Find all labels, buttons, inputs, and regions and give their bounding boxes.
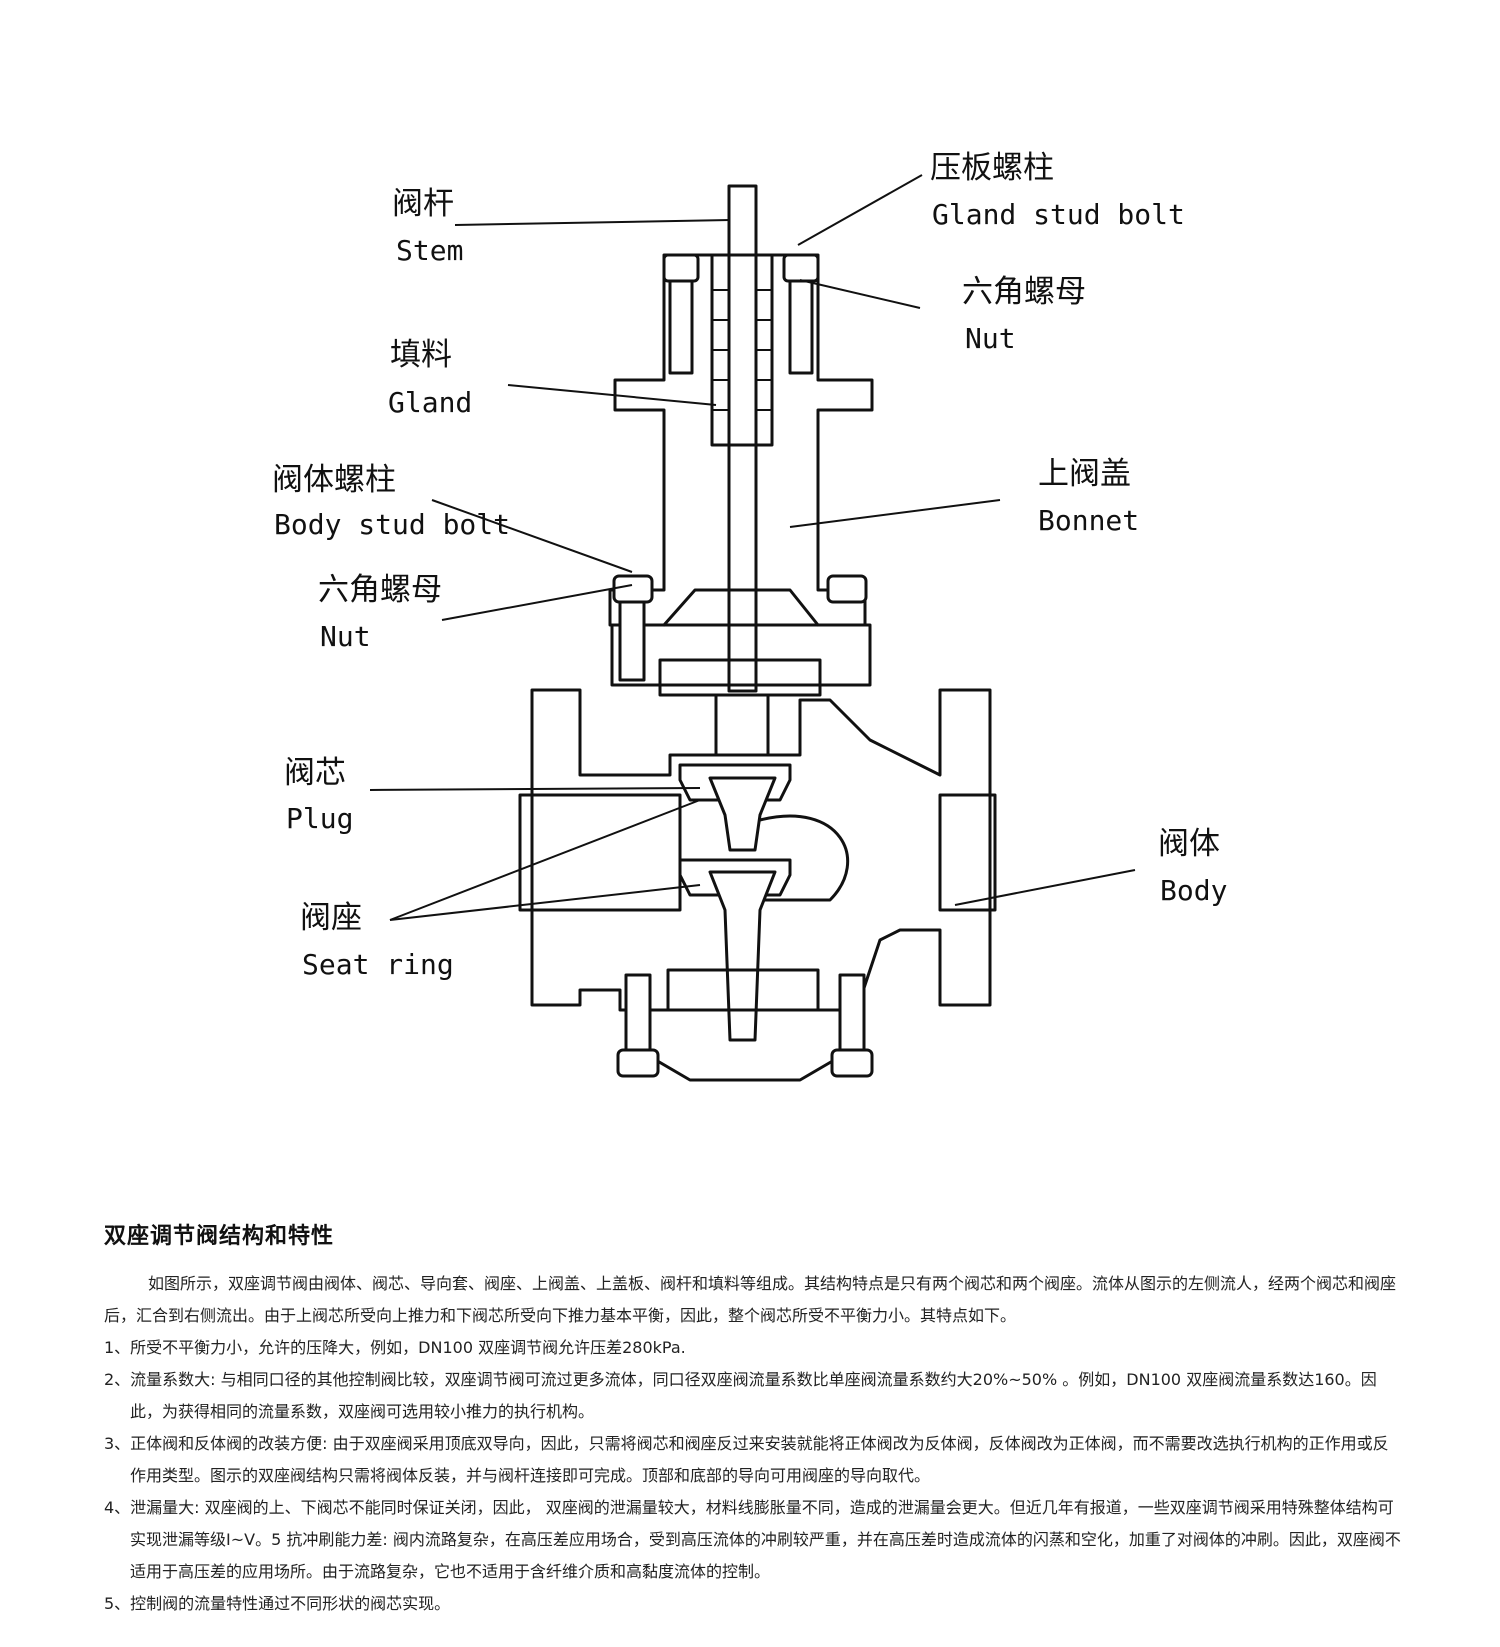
label-gland-cn: 填料	[390, 337, 452, 373]
label-plug-cn: 阀芯	[284, 755, 346, 791]
label-nut-top-en: Nut	[965, 322, 1016, 355]
label-gland-stud-bolt-en: Gland stud bolt	[932, 198, 1185, 231]
upper-plug	[708, 776, 777, 852]
body-top-flange	[610, 623, 872, 687]
inlet-pipe	[518, 793, 682, 912]
label-gland-en: Gland	[388, 386, 472, 419]
feature-item-1: 1、所受不平衡力小，允许的压降大，例如，DN100 双座调节阀允许压差280kP…	[104, 1338, 686, 1357]
packing-rings	[712, 289, 772, 411]
diagram-labels: 阀杆 Stem 压板螺柱 Gland stud bolt 六角螺母 Nut 填料…	[272, 150, 1227, 981]
article-intro: 如图所示，双座调节阀由阀体、阀芯、导向套、阀座、上阀盖、上盖板、阀杆和填料等组成…	[104, 1274, 1397, 1325]
article: 双座调节阀结构和特性 如图所示，双座调节阀由阀体、阀芯、导向套、阀座、上阀盖、上…	[104, 1218, 1404, 1620]
feature-item-2: 2、流量系数大: 与相同口径的其他控制阀比较，双座调节阀可流过更多流体，同口径双…	[104, 1370, 1377, 1421]
feature-item-3: 3、正体阀和反体阀的改装方便: 由于双座阀采用顶底双导向，因此，只需将阀芯和阀座…	[104, 1434, 1389, 1485]
label-body-stud-bolt-cn: 阀体螺柱	[272, 462, 396, 498]
article-title: 双座调节阀结构和特性	[104, 1224, 335, 1249]
feature-item-5: 5、控制阀的流量特性通过不同形状的阀芯实现。	[104, 1594, 451, 1613]
bottom-stud-bolts	[616, 973, 874, 1078]
label-body-en: Body	[1160, 874, 1227, 907]
valve-drawing	[518, 184, 997, 1082]
label-plug-en: Plug	[286, 802, 353, 835]
label-nut-mid-cn: 六角螺母	[318, 572, 442, 608]
lower-plug	[708, 870, 777, 1042]
bonnet-cone	[662, 588, 820, 627]
leader-lines	[369, 174, 1136, 921]
label-stem-cn: 阀杆	[392, 186, 454, 222]
label-nut-mid-en: Nut	[320, 620, 371, 653]
body-stud-bolts	[612, 574, 868, 682]
feature-item-4: 4、泄漏量大: 双座阀的上、下阀芯不能同时保证关闭，因此， 双座阀的泄漏量较大，…	[104, 1498, 1401, 1581]
flow-chamber	[758, 814, 849, 902]
label-bonnet-cn: 上阀盖	[1038, 456, 1131, 492]
gland-stud-bolts	[662, 253, 820, 375]
label-seat-ring-cn: 阀座	[300, 900, 362, 936]
outlet-flange	[938, 793, 997, 912]
label-body-cn: 阀体	[1158, 826, 1220, 862]
stem-sleeve	[714, 693, 770, 757]
label-stem-en: Stem	[396, 234, 463, 267]
valve-structure-diagram: 阀杆 Stem 压板螺柱 Gland stud bolt 六角螺母 Nut 填料…	[272, 150, 1227, 1082]
label-seat-ring-en: Seat ring	[302, 948, 454, 981]
valve-body	[530, 688, 992, 1012]
label-body-stud-bolt-en: Body stud bolt	[274, 508, 510, 541]
label-nut-top-cn: 六角螺母	[962, 274, 1086, 310]
valve-stem	[727, 184, 758, 693]
label-gland-stud-bolt-cn: 压板螺柱	[930, 150, 1054, 186]
bottom-guide	[666, 968, 820, 1012]
label-bonnet-en: Bonnet	[1038, 504, 1139, 537]
